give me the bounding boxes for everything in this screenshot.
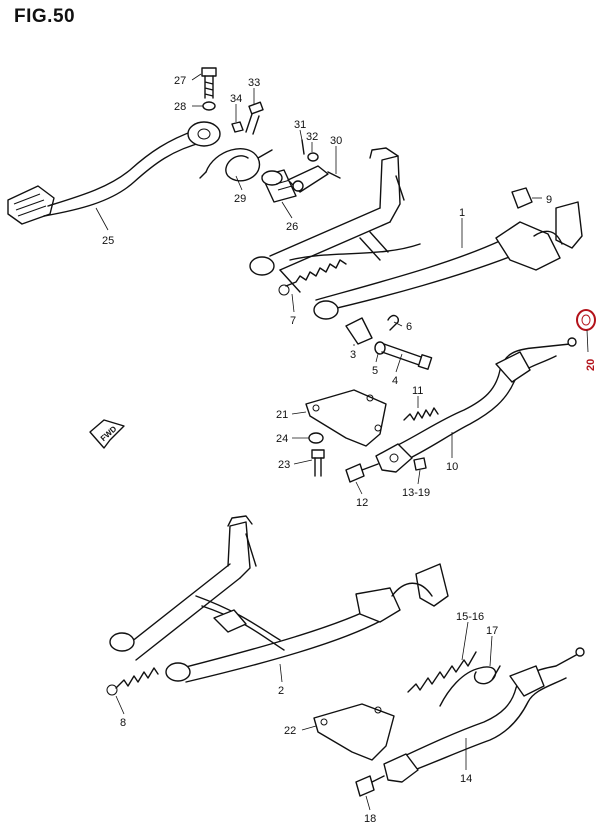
shaft-part-26: [261, 169, 297, 203]
spring-part-29: [199, 148, 273, 182]
bracket-part-22: [313, 703, 395, 761]
callout-25: 25: [102, 235, 114, 247]
callout-34: 34: [230, 93, 242, 105]
callout-2: 2: [278, 685, 284, 697]
callout-21: 21: [276, 409, 288, 421]
leader-lines: [95, 73, 589, 811]
callout-13-19: 13-19: [402, 487, 430, 499]
callout-5: 5: [372, 365, 378, 377]
callout-12: 12: [356, 497, 368, 509]
washer-part-5: [374, 341, 386, 355]
washer-part-32: [307, 152, 319, 162]
callout-26: 26: [286, 221, 298, 233]
callout-15-16: 15-16: [456, 611, 484, 623]
bolt-part-27: [201, 67, 217, 99]
spring-part-11: [403, 407, 439, 421]
callout-17: 17: [486, 625, 498, 637]
bracket-part-21: [305, 389, 387, 447]
bolt-part-23: [311, 449, 325, 477]
callout-27: 27: [174, 75, 186, 87]
nut-part-34: [231, 121, 244, 133]
callout-4: 4: [392, 375, 398, 387]
bolt-part-33: [245, 101, 264, 135]
callout-9: 9: [546, 194, 552, 206]
cotter-pin-part-6: [387, 314, 400, 331]
callout-23: 23: [278, 459, 290, 471]
callout-18: 18: [364, 813, 376, 825]
callout-8: 8: [120, 717, 126, 729]
callout-6: 6: [406, 321, 412, 333]
callout-1: 1: [459, 207, 465, 219]
callout-20: 20: [585, 359, 597, 371]
callout-33: 33: [248, 77, 260, 89]
spring-part-17: [439, 665, 501, 707]
main-stand-part-1: [249, 147, 583, 320]
callout-3: 3: [350, 349, 356, 361]
brake-pedal-part-25: [7, 121, 221, 225]
spring-part-7: [278, 259, 347, 296]
pin-part-31: [301, 139, 305, 155]
callout-30: 30: [330, 135, 342, 147]
bolt-part-4: [381, 343, 433, 370]
callout-11: 11: [412, 385, 423, 397]
callout-7: 7: [290, 315, 296, 327]
callout-10: 10: [446, 461, 458, 473]
callout-labels: 27 33 28 34 31 32 30 29 26 25 9 1 7 6 3 …: [102, 75, 597, 825]
callout-22: 22: [284, 725, 296, 737]
callout-31: 31: [294, 119, 306, 131]
main-stand-part-2: [109, 515, 449, 683]
side-stand-part-10: [375, 337, 577, 473]
side-stand-part-14: [383, 647, 585, 783]
forward-direction-marker: FWD: [89, 419, 125, 449]
callout-32: 32: [306, 131, 318, 143]
spring-part-15-16: [407, 651, 477, 693]
washer-part-28: [202, 101, 216, 111]
callout-28: 28: [174, 101, 186, 113]
cap-part-20: [576, 309, 596, 331]
spring-part-8: [106, 667, 159, 696]
callout-24: 24: [276, 433, 288, 445]
callout-14: 14: [460, 773, 472, 785]
stopper-part-9: [511, 187, 533, 209]
collar-part-3: [345, 317, 373, 345]
lever-part-30: [287, 165, 341, 193]
callout-29: 29: [234, 193, 246, 205]
washer-part-24: [308, 432, 324, 444]
bolt-part-18: [355, 775, 385, 797]
nut-part-13-19: [413, 457, 427, 471]
bolt-part-12: [345, 463, 379, 483]
figure-title: FIG.50: [14, 6, 76, 27]
